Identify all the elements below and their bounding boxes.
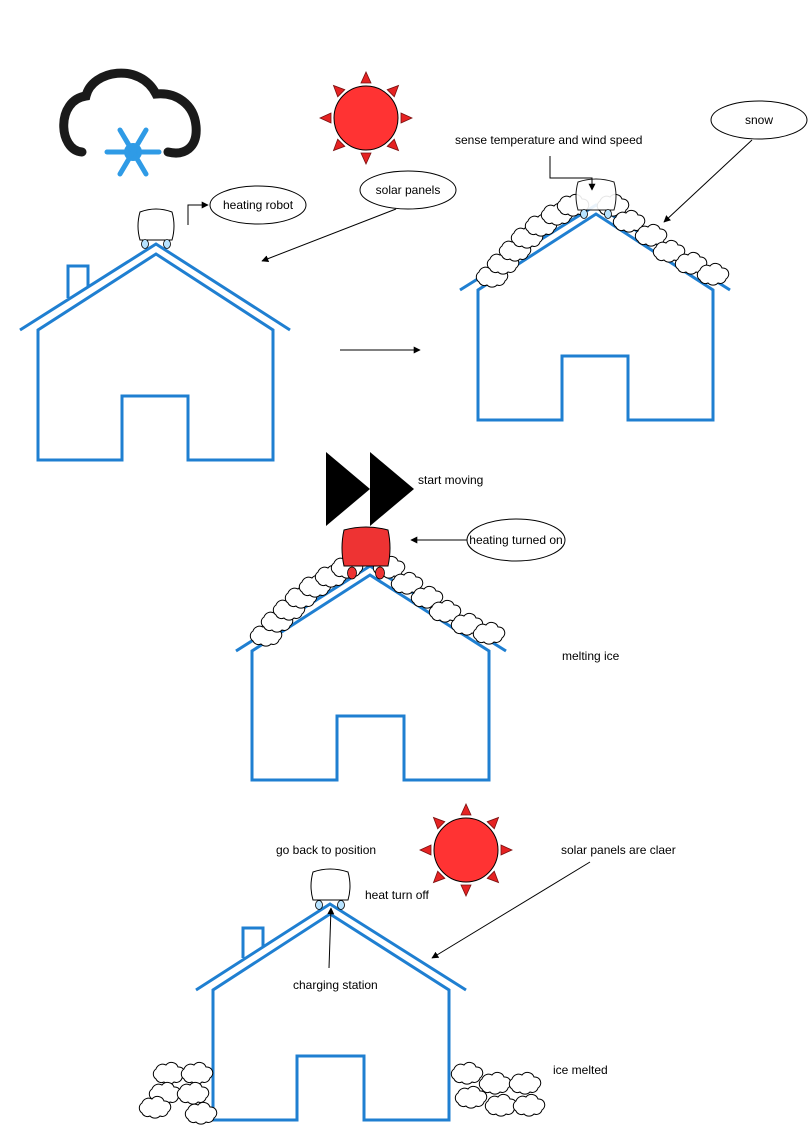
sun-icon bbox=[419, 803, 513, 897]
solar-clear-label: solar panels are claer bbox=[561, 843, 676, 857]
heating-on-callout bbox=[466, 518, 566, 562]
heat-off-label: heat turn off bbox=[365, 888, 429, 902]
house-3 bbox=[235, 564, 507, 782]
snow-cloud-icon bbox=[59, 68, 201, 177]
house-2 bbox=[459, 203, 731, 422]
fast-forward-icon bbox=[326, 452, 414, 526]
solar-panels-callout bbox=[359, 170, 457, 210]
snow-label: snow bbox=[745, 113, 773, 127]
charging-label: charging station bbox=[293, 978, 378, 992]
start-moving-label: start moving bbox=[418, 473, 483, 487]
heating-robot bbox=[575, 178, 617, 219]
heating-on-label: heating turned on bbox=[469, 533, 562, 547]
heating-robot-active bbox=[341, 526, 391, 580]
heating-robot bbox=[310, 868, 351, 910]
ice-melted-label: ice melted bbox=[553, 1063, 608, 1077]
snow-pile-left bbox=[138, 1061, 218, 1125]
snow-callout bbox=[710, 100, 808, 140]
sun-icon bbox=[319, 71, 413, 165]
house-4 bbox=[195, 902, 467, 1122]
snow-pile-right bbox=[450, 1061, 546, 1117]
solar-panels-label: solar panels bbox=[376, 183, 441, 197]
go-back-label: go back to position bbox=[276, 843, 376, 857]
heating-robot-label: heating robot bbox=[223, 198, 294, 212]
melting-ice-label: melting ice bbox=[562, 649, 620, 663]
sense-label: sense temperature and wind speed bbox=[455, 133, 642, 147]
heating-robot-callout bbox=[209, 185, 307, 225]
heating-robot bbox=[137, 208, 175, 249]
snowflake-icon bbox=[104, 127, 162, 177]
house-1 bbox=[19, 242, 291, 462]
